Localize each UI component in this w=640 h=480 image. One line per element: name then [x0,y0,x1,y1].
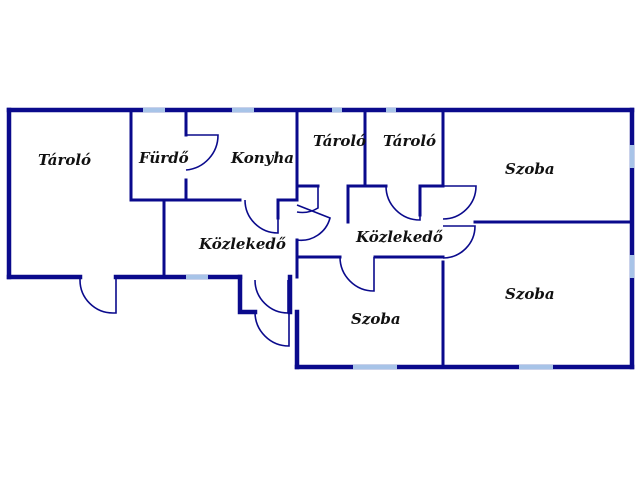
windows [143,107,635,370]
doors [79,134,477,347]
door-konyha [244,199,279,234]
door-entrance-left [79,277,117,314]
room-label-tarolo-mid1: Tároló [313,132,366,150]
door-furdo [185,134,219,171]
room-label-kozlekedo-left: Közlekedő [198,235,286,253]
door-corridor-connection [296,204,331,242]
door-szoba-mid [339,256,375,292]
door-tarolo2 [385,185,421,221]
door-entrance-main [254,279,289,314]
room-label-kozlekedo-right: Közlekedő [355,228,443,246]
room-labels: Tároló Fürdő Konyha Tároló Tároló Szoba … [38,132,555,328]
room-label-szoba-bottom-right: Szoba [505,285,555,303]
room-label-tarolo-mid2: Tároló [383,132,436,150]
room-label-furdo: Fürdő [138,149,189,167]
room-label-szoba-bottom-mid: Szoba [351,310,401,328]
room-label-szoba-top-right: Szoba [505,160,555,178]
door-tarolo1 [296,186,319,214]
door-entrance-lower [254,311,290,347]
outer-wall-step-down [237,274,258,315]
outer-walls [6,107,635,370]
door-szoba-bottom-right [442,225,476,259]
door-szoba-top [442,185,477,220]
interior-walls [129,108,634,369]
room-label-konyha: Konyha [230,149,294,167]
room-label-tarolo-left: Tároló [38,151,91,169]
